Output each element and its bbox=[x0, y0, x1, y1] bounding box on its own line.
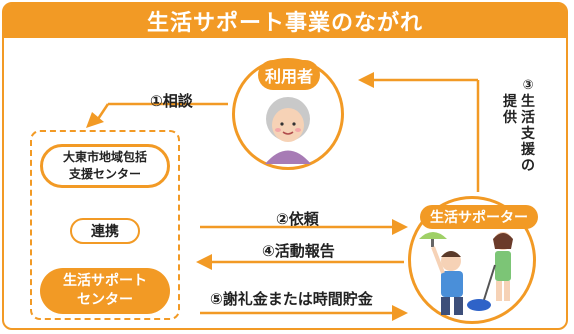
provide-support-number: ③ bbox=[522, 78, 534, 93]
life-support-center: 生活サポート センター bbox=[40, 268, 170, 314]
center-name-line1: 大東市地域包括 bbox=[62, 150, 147, 164]
arrow-reward bbox=[200, 305, 408, 321]
reward-label: ⑤謝礼金または時間貯金 bbox=[210, 290, 373, 308]
diagram-frame bbox=[2, 2, 568, 330]
supporters-illustration bbox=[419, 232, 513, 315]
elderly-person-illustration bbox=[265, 97, 311, 164]
provide-support-label: ③ 生活支援の 提供 bbox=[498, 78, 538, 188]
request-label: ②依頼 bbox=[276, 210, 319, 228]
user-label: 利用者 bbox=[264, 67, 313, 86]
consultation-label: ①相談 bbox=[150, 92, 193, 110]
arrow-request bbox=[200, 219, 408, 235]
arrow-report bbox=[196, 254, 404, 270]
cooperation-label: 連携 bbox=[91, 224, 119, 240]
center-name-line2: 支援センター bbox=[68, 167, 141, 181]
provide-support-column1: 生活支援の bbox=[521, 94, 535, 174]
cooperation-badge: 連携 bbox=[70, 218, 140, 244]
support-center-line1: 生活サポート bbox=[63, 273, 147, 289]
supporter-label: 生活サポーター bbox=[430, 210, 528, 226]
supporter-label-badge: 生活サポーター bbox=[420, 205, 538, 229]
user-label-badge: 利用者 bbox=[258, 60, 320, 90]
provide-support-column2: 提供 bbox=[503, 94, 517, 126]
arrow-consultation bbox=[86, 102, 228, 128]
arrow-provide-support bbox=[358, 72, 480, 192]
support-center-line2: センター bbox=[77, 292, 133, 308]
title-banner: 生活サポート事業のながれ bbox=[4, 4, 566, 38]
community-support-center: 大東市地域包括 支援センター bbox=[40, 144, 170, 188]
page-title: 生活サポート事業のながれ bbox=[146, 11, 423, 36]
activity-report-label: ④活動報告 bbox=[262, 242, 335, 260]
